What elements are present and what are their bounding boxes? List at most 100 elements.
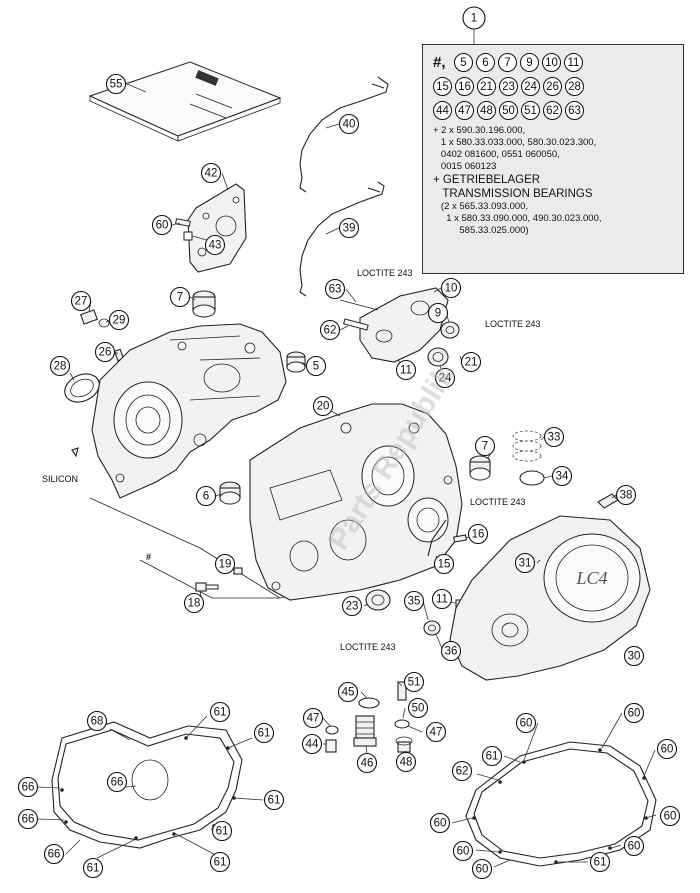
silicon-label: SILICON — [42, 474, 78, 484]
callout-60: 60 — [656, 738, 678, 760]
callout-circle — [403, 590, 425, 612]
callout-number: 36 — [445, 646, 458, 658]
callout-circle — [183, 592, 205, 614]
callout-circle — [481, 745, 503, 767]
callout-number: 16 — [472, 529, 485, 541]
callout-43: 43 — [204, 234, 226, 256]
silicon-marker — [71, 447, 79, 458]
callout-number: 23 — [346, 601, 359, 613]
plug-19 — [233, 567, 243, 575]
callout-circle — [195, 485, 217, 507]
callout-circle — [462, 6, 486, 30]
clutch-cover-30: LC4 — [449, 515, 651, 681]
callout-circle — [440, 277, 462, 299]
callout-number: 11 — [400, 365, 412, 377]
callout-number: 47 — [430, 727, 443, 739]
callout-circle — [263, 789, 285, 811]
callout-circle — [200, 162, 222, 184]
callout-circle — [623, 702, 645, 724]
callout-number: 1 — [471, 13, 477, 25]
transmission-bearings-heading: + GETRIEBELAGER TRANSMISSION BEARINGS — [433, 174, 593, 200]
callout-number: 61 — [258, 728, 271, 740]
callout-circle — [407, 697, 429, 719]
callout-circle — [211, 820, 233, 842]
callout-21: 21 — [460, 351, 482, 373]
callout-circle — [105, 73, 127, 95]
callout-15: 15 — [433, 553, 455, 575]
callout-circle — [615, 484, 637, 506]
seal-36 — [423, 620, 441, 636]
callout-44: 44 — [301, 733, 323, 755]
callout-circle — [425, 721, 447, 743]
callout-19: 19 — [214, 553, 236, 575]
callout-66: 66 — [17, 808, 39, 830]
gasket-strip-40 — [299, 76, 389, 193]
callout-39: 39 — [338, 217, 360, 239]
callout-60: 60 — [623, 835, 645, 857]
callout-circle — [312, 395, 334, 417]
callout-66: 66 — [43, 843, 65, 865]
callout-number: 20 — [317, 401, 330, 413]
callout-number: 46 — [361, 758, 374, 770]
kit-part-number: 44 — [433, 101, 452, 120]
kit-part-number: 51 — [521, 101, 540, 120]
callout-61: 61 — [481, 745, 503, 767]
callout-circle — [204, 234, 226, 256]
callout-34: 34 — [551, 465, 573, 487]
loctite-label-b: LOCTITE 243 — [485, 319, 541, 329]
callout-circle — [106, 771, 128, 793]
bearing-24 — [427, 347, 449, 367]
callout-33: 33 — [543, 426, 565, 448]
callout-number: 7 — [177, 292, 183, 304]
callout-circle — [395, 359, 417, 381]
callout-number: 26 — [99, 347, 112, 359]
callout-7: 7 — [169, 286, 191, 308]
callout-number: 55 — [110, 79, 123, 91]
callout-circle — [94, 341, 116, 363]
kit-part-number: 26 — [543, 77, 562, 96]
callout-number: 60 — [661, 744, 674, 756]
callout-number: 50 — [412, 703, 425, 715]
callout-number: 66 — [111, 777, 124, 789]
callout-61: 61 — [209, 851, 231, 873]
callout-number: 27 — [75, 296, 88, 308]
callout-number: 60 — [156, 220, 169, 232]
svg-text:LC4: LC4 — [575, 568, 607, 588]
callout-9: 9 — [427, 302, 449, 324]
callout-number: 29 — [113, 315, 126, 327]
callout-circle — [431, 588, 453, 610]
callout-circle — [589, 851, 611, 873]
callout-61: 61 — [209, 701, 231, 723]
callout-number: 47 — [307, 713, 320, 725]
bearing-23 — [365, 589, 391, 611]
callout-31: 31 — [514, 552, 536, 574]
callout-40: 40 — [338, 113, 360, 135]
callout-number: 60 — [628, 708, 641, 720]
callout-circle — [515, 712, 537, 734]
callout-circle — [253, 722, 275, 744]
callout-number: 61 — [216, 826, 229, 838]
bearing-housing-10 — [339, 287, 449, 363]
callout-circle — [324, 278, 346, 300]
callout-29: 29 — [108, 309, 130, 331]
callout-circle — [49, 355, 71, 377]
callout-62: 62 — [451, 760, 473, 782]
kit-part-number: 10 — [542, 53, 561, 72]
callout-number: 48 — [400, 757, 413, 769]
callout-number: 44 — [306, 739, 319, 751]
callout-number: 35 — [408, 596, 421, 608]
callout-51: 51 — [403, 671, 425, 693]
callout-circle — [82, 857, 104, 879]
callout-61: 61 — [589, 851, 611, 873]
callout-circle — [403, 671, 425, 693]
callout-circle — [427, 302, 449, 324]
callout-number: 38 — [620, 490, 633, 502]
screw-16 — [453, 534, 468, 543]
callout-36: 36 — [440, 640, 462, 662]
callout-number: 60 — [476, 864, 489, 876]
kit-bracket-2 — [139, 559, 280, 599]
